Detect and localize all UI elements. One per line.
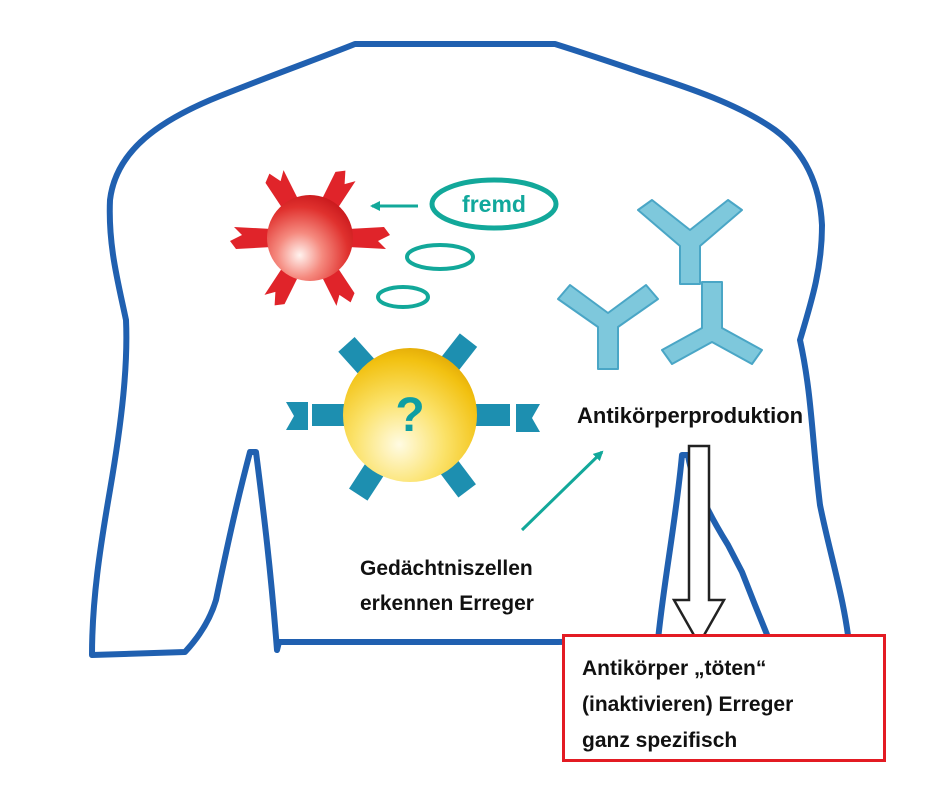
antibody-1	[637, 199, 743, 285]
thought-bubble-small	[376, 285, 430, 309]
question-mark: ?	[395, 388, 425, 442]
thought-bubble-medium	[405, 243, 475, 271]
body-outline	[89, 41, 853, 658]
down-arrow	[671, 444, 727, 647]
recognition-arrow	[520, 450, 604, 532]
memory-cells-label-line2: erkennen Erreger	[360, 592, 534, 615]
antibody-2	[557, 284, 659, 370]
memory-cells-label-line1: Gedächtniszellen	[360, 557, 533, 580]
memory-cell	[343, 348, 477, 482]
pathogen	[267, 195, 353, 281]
result-box: Antikörper „töten“ (inaktivieren) Errege…	[562, 634, 886, 762]
thought-label: fremd	[462, 190, 526, 217]
antibodies	[557, 199, 763, 370]
result-box-line2: (inaktivieren) Erreger	[582, 693, 794, 716]
memory-cell-spike-tips	[286, 402, 540, 432]
thought-bubble-large	[429, 177, 559, 231]
antibody-3	[661, 281, 763, 365]
antibody-production-label: Antikörperproduktion	[577, 403, 804, 428]
result-box-line3: ganz spezifisch	[582, 729, 738, 752]
result-box-line1: Antikörper „töten“	[582, 657, 767, 680]
